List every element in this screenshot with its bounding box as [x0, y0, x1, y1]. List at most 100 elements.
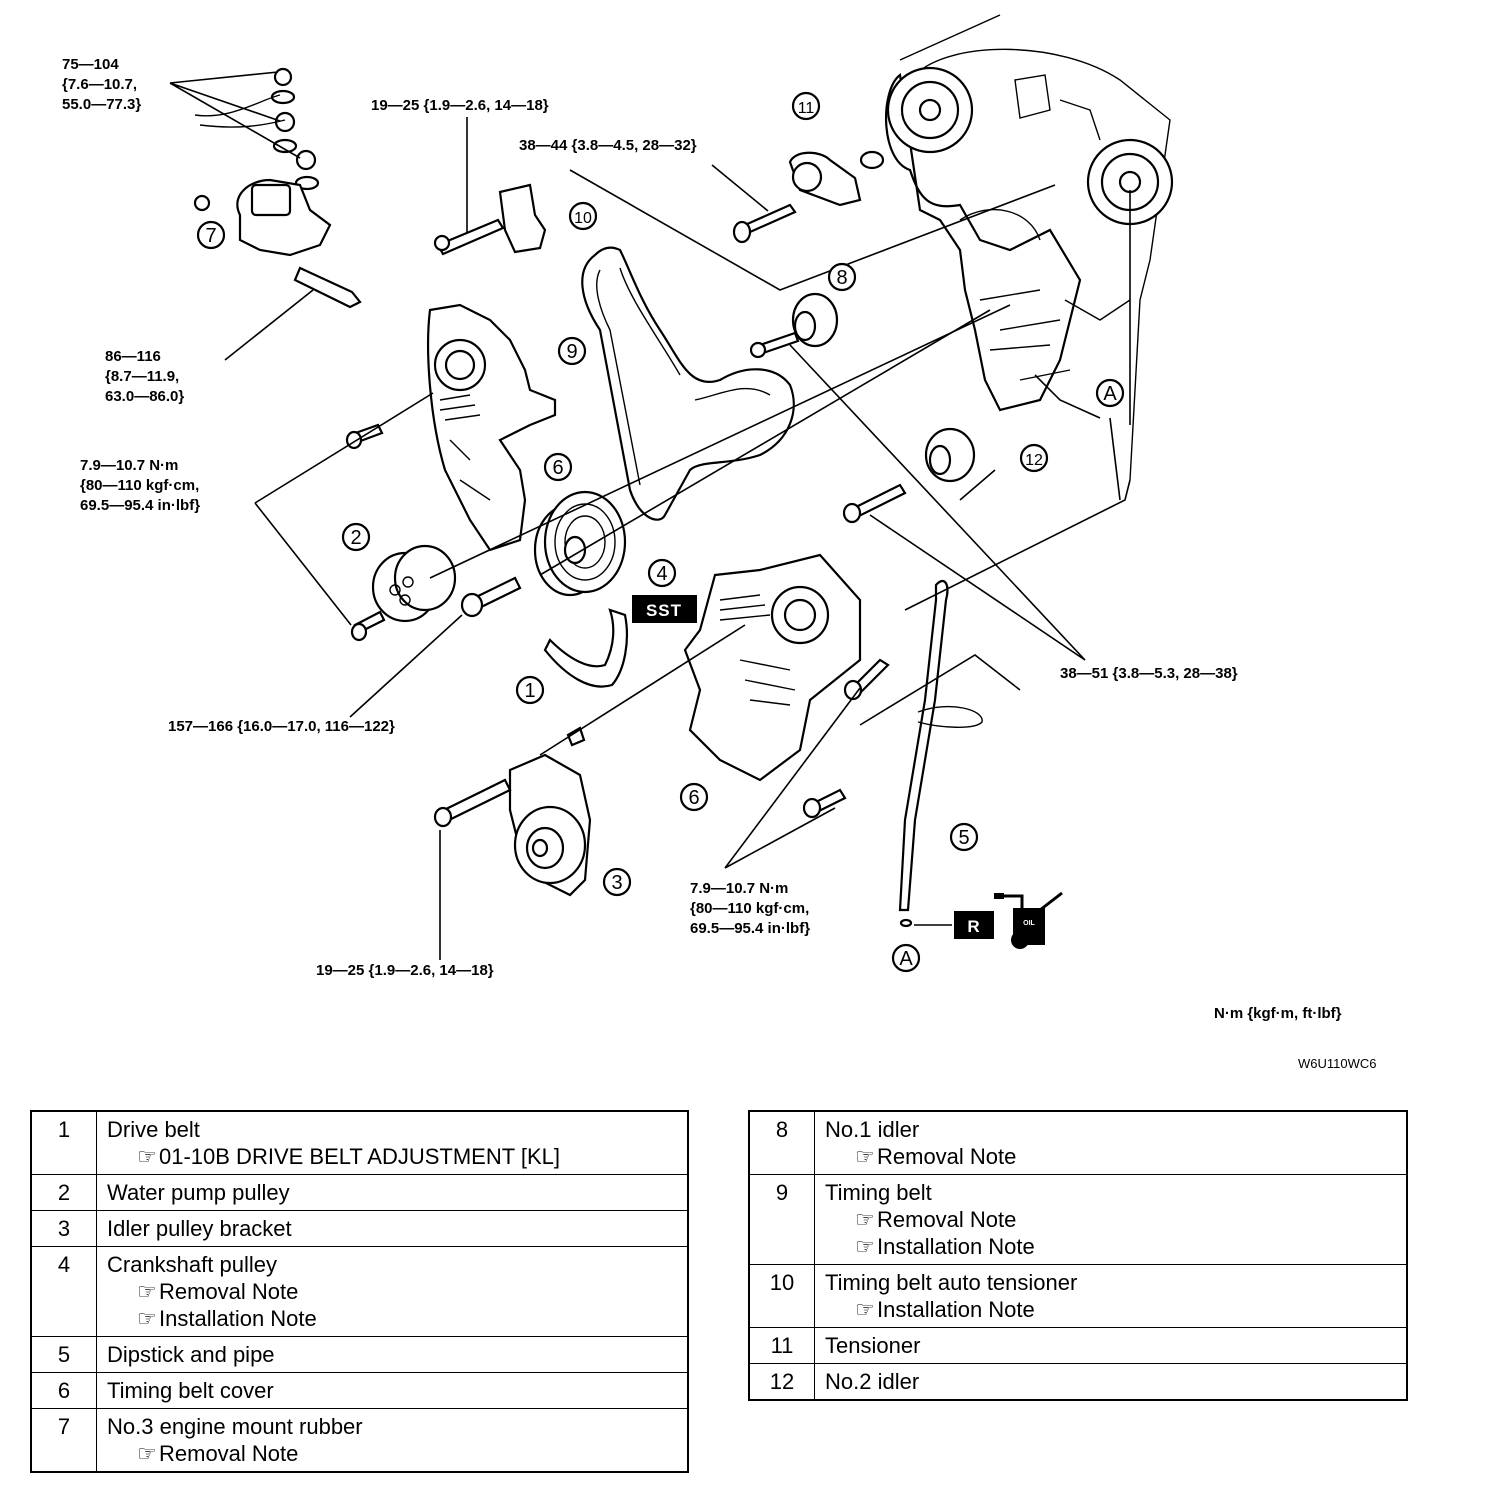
- callout-2: 2: [341, 522, 371, 552]
- callout-6-lower: 6: [679, 782, 709, 812]
- legend-reference-note[interactable]: ☞Removal Note: [825, 1206, 1398, 1233]
- svg-text:R: R: [967, 917, 980, 936]
- legend-row: 5 Dipstick and pipe: [30, 1336, 689, 1373]
- legend-note-text: 01-10B DRIVE BELT ADJUSTMENT [KL]: [159, 1144, 561, 1169]
- legend-item-number: 5: [30, 1336, 97, 1373]
- legend-reference-note[interactable]: ☞Installation Note: [107, 1305, 679, 1332]
- svg-text:OIL: OIL: [1023, 920, 1035, 927]
- legend-note-text: Installation Note: [877, 1297, 1035, 1322]
- legend-item-cell: Timing belt☞Removal Note☞Installation No…: [814, 1174, 1408, 1265]
- callout-12: 12: [1019, 443, 1049, 473]
- svg-text:11: 11: [798, 100, 815, 117]
- legend-item-name: No.1 idler: [825, 1117, 920, 1142]
- pointing-hand-icon: ☞: [137, 1441, 157, 1466]
- legend-item-name: No.2 idler: [825, 1369, 920, 1394]
- legend-reference-note[interactable]: ☞01-10B DRIVE BELT ADJUSTMENT [KL]: [107, 1143, 679, 1170]
- callout-9: 9: [557, 336, 587, 366]
- callout-6-upper: 6: [543, 452, 573, 482]
- legend-item-number: 4: [30, 1246, 97, 1337]
- legend-item-cell: No.3 engine mount rubber☞Removal Note: [96, 1408, 689, 1473]
- svg-text:4: 4: [656, 563, 667, 585]
- pointing-hand-icon: ☞: [137, 1306, 157, 1331]
- pointing-hand-icon: ☞: [137, 1144, 157, 1169]
- exploded-diagram: 1 2 3 4 5 6 6 7 8 9 10 11: [62, 14, 1377, 1071]
- dipstick-and-pipe: [802, 579, 983, 928]
- legend-item-cell: Dipstick and pipe: [96, 1336, 689, 1373]
- legend-note-text: Removal Note: [877, 1144, 1017, 1169]
- legend-row: 2 Water pump pulley: [30, 1174, 689, 1211]
- callout-3: 3: [602, 867, 632, 897]
- svg-text:6: 6: [688, 787, 699, 809]
- legend-item-cell: Timing belt cover: [96, 1372, 689, 1409]
- no2-idler: [842, 427, 976, 524]
- pointing-hand-icon: ☞: [855, 1207, 875, 1232]
- timing-belt-cover-lower: [683, 553, 890, 782]
- replace-badge: R: [954, 911, 994, 939]
- svg-text:A: A: [899, 948, 913, 970]
- legend-item-number: 8: [748, 1110, 815, 1175]
- callout-7: 7: [196, 220, 226, 250]
- oil-can-icon: OIL: [994, 891, 1063, 949]
- callout-a-upper: A: [1095, 378, 1125, 408]
- engine-block: [885, 14, 1174, 481]
- callout-a-lower: A: [891, 943, 921, 973]
- torque-spec-bracket-bolt: 19—25 {1.9—2.6, 14—18}: [371, 97, 549, 114]
- svg-text:5: 5: [958, 827, 969, 849]
- tensioner: [732, 150, 885, 244]
- legend-item-number: 2: [30, 1174, 97, 1211]
- legend-item-name: Drive belt: [107, 1117, 200, 1142]
- legend-reference-note[interactable]: ☞Installation Note: [825, 1296, 1398, 1323]
- legend-item-number: 3: [30, 1210, 97, 1247]
- svg-text:SST: SST: [646, 601, 682, 620]
- legend-reference-note[interactable]: ☞Removal Note: [107, 1278, 679, 1305]
- legend-item-name: No.3 engine mount rubber: [107, 1414, 363, 1439]
- legend-reference-note[interactable]: ☞Removal Note: [825, 1143, 1398, 1170]
- torque-spec-tensioner-bolt: 38—44 {3.8—4.5, 28—32}: [519, 137, 697, 154]
- legend-item-number: 10: [748, 1264, 815, 1328]
- pointing-hand-icon: ☞: [855, 1297, 875, 1322]
- legend-item-name: Timing belt auto tensioner: [825, 1270, 1078, 1295]
- callout-4: 4: [647, 558, 677, 588]
- svg-text:9: 9: [566, 341, 577, 363]
- callout-11: 11: [791, 91, 821, 121]
- legend-item-cell: No.1 idler☞Removal Note: [814, 1110, 1408, 1175]
- callout-5: 5: [949, 822, 979, 852]
- pointing-hand-icon: ☞: [137, 1279, 157, 1304]
- svg-text:1: 1: [524, 680, 535, 702]
- torque-spec-cover-bolts-bottom: 7.9—10.7 N·m {80—110 kgf·cm, 69.5—95.4 i…: [690, 880, 813, 937]
- legend-item-cell: Water pump pulley: [96, 1174, 689, 1211]
- legend-item-name: Dipstick and pipe: [107, 1342, 275, 1367]
- legend-note-text: Removal Note: [159, 1279, 299, 1304]
- legend-reference-note[interactable]: ☞Removal Note: [107, 1440, 679, 1467]
- svg-text:6: 6: [552, 457, 563, 479]
- svg-text:10: 10: [574, 210, 592, 227]
- legend-item-number: 11: [748, 1327, 815, 1364]
- legend-item-cell: Crankshaft pulley☞Removal Note☞Installat…: [96, 1246, 689, 1337]
- figure-code: W6U110WC6: [1298, 1056, 1377, 1071]
- legend-item-number: 9: [748, 1174, 815, 1265]
- leader-lines: [169, 71, 1131, 960]
- torque-spec-idler-bolts: 38—51 {3.8—5.3, 28—38}: [1060, 665, 1238, 682]
- no1-idler: [749, 292, 839, 359]
- legend-item-name: Idler pulley bracket: [107, 1216, 292, 1241]
- torque-spec-mount-bolt: 86—116 {8.7—11.9, 63.0—86.0}: [105, 348, 184, 405]
- legend-item-name: Water pump pulley: [107, 1180, 290, 1205]
- svg-text:2: 2: [350, 527, 361, 549]
- legend-item-number: 1: [30, 1110, 97, 1175]
- legend-reference-note[interactable]: ☞Installation Note: [825, 1233, 1398, 1260]
- svg-text:A: A: [1103, 383, 1117, 405]
- svg-text:7: 7: [205, 225, 216, 247]
- legend-item-cell: Timing belt auto tensioner☞Installation …: [814, 1264, 1408, 1328]
- torque-spec-idler-bracket-bolt: 19—25 {1.9—2.6, 14—18}: [316, 962, 494, 979]
- callout-1: 1: [515, 675, 545, 705]
- legend-item-cell: Tensioner: [814, 1327, 1408, 1364]
- svg-text:3: 3: [611, 872, 622, 894]
